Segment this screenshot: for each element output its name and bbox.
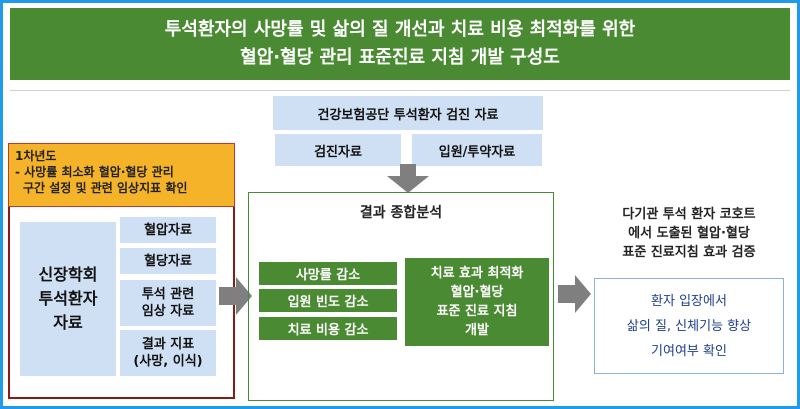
kidney-society-line: 신장학회 — [38, 265, 98, 284]
cost-reduction-label: 치료 비용 감소 — [287, 323, 369, 338]
source-title-box: 건강보험공단 투석환자 검진 자료 — [273, 96, 543, 130]
year1-label: 1차년도 — [15, 149, 57, 163]
diagram-header: 투석환자의 사망률 및 삶의 질 개선과 치료 비용 최적화를 위한 혈압·혈당… — [10, 8, 790, 80]
patient-perspective-line: 삶의 질, 신체기능 향상 — [626, 318, 752, 334]
outcome-indicator-line: 결과 지표 — [141, 337, 195, 352]
analysis-panel — [248, 192, 554, 401]
patient-perspective-line: 기여여부 확인 — [651, 343, 727, 359]
admission-reduction-label: 입원 빈도 감소 — [287, 295, 369, 310]
analysis-title: 결과 종합분석 — [359, 205, 443, 221]
bp-data-box: 혈압자료 — [120, 217, 216, 243]
header-line-1: 투석환자의 사망률 및 삶의 질 개선과 치료 비용 최적화를 위한 — [164, 19, 636, 40]
mortality-reduction-label: 사망률 감소 — [295, 268, 361, 283]
guideline-line: 개발 — [465, 323, 489, 338]
guideline-line: 치료 효과 최적화 — [430, 266, 524, 281]
year1-desc-line-1: - 사망률 최소화 혈압·혈당 관리 — [15, 165, 174, 179]
year1-box: 1차년도 - 사망률 최소화 혈압·혈당 관리 구간 설정 및 관련 임상지표 … — [8, 143, 235, 207]
guideline-development-box: 치료 효과 최적화 혈압·혈당 표준 진료 지침 개발 — [405, 258, 549, 346]
header-line-2: 혈압·혈당 관리 표준진료 지침 개발 구성도 — [240, 47, 560, 68]
dialysis-clinical-line: 투석 관련 — [141, 287, 195, 302]
patient-perspective-box: 환자 입장에서 삶의 질, 신체기능 향상 기여여부 확인 — [594, 278, 784, 374]
guideline-line: 혈압·혈당 — [450, 285, 504, 300]
right-arrow-left — [219, 277, 252, 315]
cost-reduction-box: 치료 비용 감소 — [259, 317, 397, 340]
glucose-data-label: 혈당자료 — [144, 253, 192, 269]
source-item-checkup: 검진자료 — [275, 134, 401, 166]
validation-title-line: 에서 도출된 혈압·혈당 — [628, 226, 750, 241]
source-title: 건강보험공단 투석환자 검진 자료 — [317, 107, 499, 123]
right-arrow-right — [558, 275, 591, 313]
down-arrow — [387, 164, 429, 193]
patient-perspective-line: 환자 입장에서 — [651, 293, 727, 309]
bp-data-label: 혈압자료 — [144, 222, 192, 238]
dialysis-clinical-line: 임상 자료 — [141, 304, 195, 319]
glucose-data-box: 혈당자료 — [120, 248, 216, 274]
kidney-society-line: 자료 — [53, 313, 83, 332]
dialysis-clinical-data-box: 투석 관련 임상 자료 — [120, 280, 216, 326]
guideline-line: 표준 진료 지침 — [436, 304, 518, 319]
admission-reduction-box: 입원 빈도 감소 — [259, 289, 397, 312]
validation-title-line: 표준 진료지침 효과 검증 — [622, 245, 756, 260]
source-item-label: 검진자료 — [314, 144, 362, 160]
kidney-society-line: 투석환자 — [38, 289, 98, 308]
validation-title-line: 다기관 투석 환자 코호트 — [622, 207, 756, 222]
year1-desc-line-2: 구간 설정 및 관련 임상지표 확인 — [23, 181, 188, 195]
source-item-label: 입원/투약자료 — [438, 144, 516, 160]
outcome-indicator-box: 결과 지표 (사망, 이식) — [120, 330, 216, 376]
kidney-society-data-box: 신장학회 투석환자 자료 — [20, 222, 116, 376]
mortality-reduction-box: 사망률 감소 — [259, 262, 397, 285]
validation-title: 다기관 투석 환자 코호트 에서 도출된 혈압·혈당 표준 진료지침 효과 검증 — [594, 205, 784, 262]
header-separator — [10, 90, 790, 91]
outcome-indicator-line: (사망, 이식) — [133, 354, 203, 369]
source-item-admission: 입원/투약자료 — [412, 134, 542, 166]
